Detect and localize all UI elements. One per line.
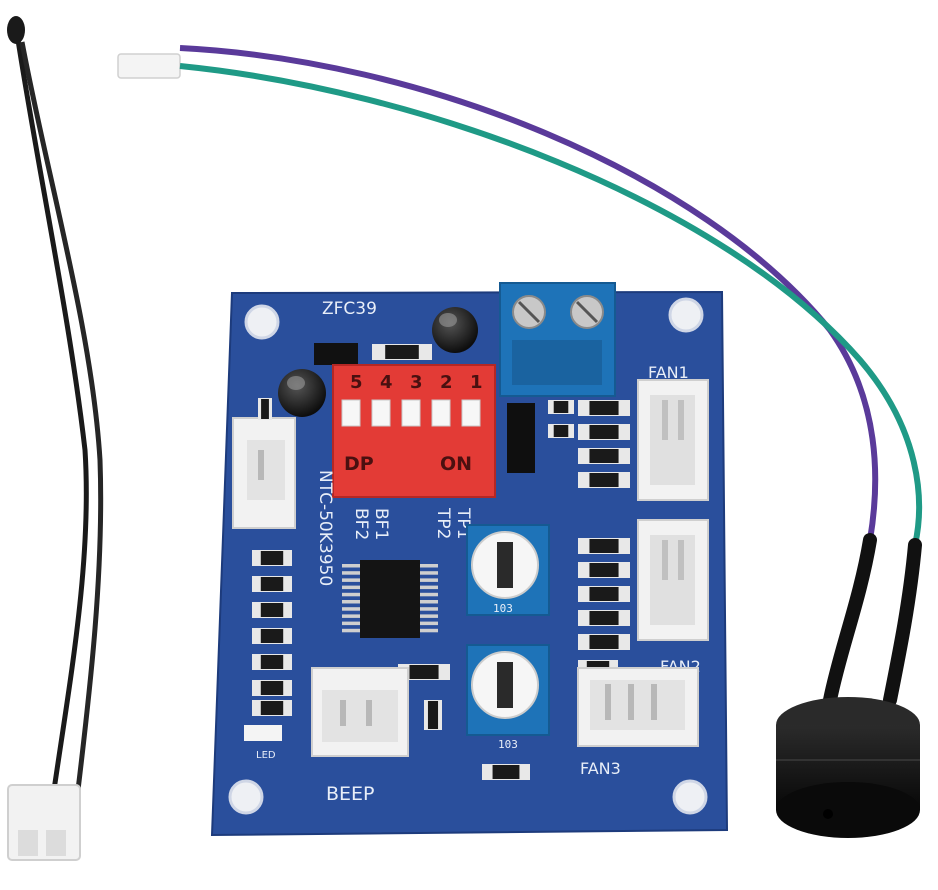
- dip-number-4: 4: [380, 372, 393, 393]
- beep-label: BEEP: [326, 783, 375, 805]
- dip-toggle-2[interactable]: [431, 399, 451, 427]
- beep-connector: BEEP: [311, 667, 409, 805]
- smd-resistor: [252, 550, 292, 566]
- buzzer-connector: [117, 53, 181, 79]
- sensor-connector: [232, 417, 296, 529]
- electrolytic-capacitor: [432, 307, 478, 353]
- smd-resistor: [578, 562, 630, 578]
- smd-resistor: [252, 700, 292, 716]
- dip-toggle-4[interactable]: [371, 399, 391, 427]
- dip-toggle-3[interactable]: [401, 399, 421, 427]
- smd-resistor: [548, 400, 574, 414]
- mounting-hole: [672, 779, 708, 815]
- buzzer-assembly: [117, 45, 923, 838]
- pot-lower-code: 103: [498, 738, 518, 751]
- smd-resistor: [578, 472, 630, 488]
- dip-number-2: 2: [440, 372, 453, 393]
- dip-on-label: ON: [440, 453, 472, 475]
- smd-resistor: [578, 634, 630, 650]
- dip-number-3: 3: [410, 372, 423, 393]
- dip-number-1: 1: [470, 372, 483, 393]
- smd-capacitor: [424, 700, 442, 730]
- mounting-hole: [228, 779, 264, 815]
- smd-resistor: [252, 680, 292, 696]
- board-model-label: ZFC39: [322, 299, 377, 319]
- led-label: LED: [256, 750, 276, 761]
- bf1-label: BF1: [371, 508, 391, 540]
- main-controller-ic: [342, 560, 438, 638]
- smd-resistor: [578, 424, 630, 440]
- smd-resistor: [252, 628, 292, 644]
- smd-resistor: [578, 610, 630, 626]
- fan1-connector: FAN1: [637, 363, 709, 501]
- tp2-label: TP2: [433, 507, 453, 539]
- smd-resistor: [578, 448, 630, 464]
- fan2-connector: FAN2: [637, 519, 709, 676]
- trimmer-potentiometer-upper: 103: [466, 524, 550, 616]
- dip-toggle-1[interactable]: [461, 399, 481, 427]
- pot-upper-code: 103: [493, 602, 513, 615]
- smd-resistor: [548, 424, 574, 438]
- dip-toggle-5[interactable]: [341, 399, 361, 427]
- smd-resistor-column-left: [252, 550, 292, 716]
- dip-number-5: 5: [350, 372, 363, 393]
- electrolytic-capacitor: [278, 369, 326, 417]
- ntc-thermistor-probe: [7, 16, 104, 861]
- bf2-label: BF2: [351, 508, 371, 540]
- mounting-hole: [668, 297, 704, 333]
- status-led: LED: [244, 725, 282, 761]
- smd-components-misc: [258, 344, 530, 780]
- smd-resistor: [398, 664, 450, 680]
- smd-resistor: [252, 576, 292, 592]
- mounting-hole: [244, 304, 280, 340]
- smd-resistor-column-right-upper: [548, 400, 630, 488]
- screw-terminal-block: [499, 282, 616, 397]
- smd-capacitor: [258, 398, 272, 420]
- smd-resistor: [578, 586, 630, 602]
- smd-resistor: [578, 400, 630, 416]
- sensor-label: NTC-50K3950: [315, 470, 335, 586]
- fan3-label: FAN3: [580, 759, 621, 778]
- fuse-module: [507, 403, 535, 473]
- voltage-regulator-chip: [314, 343, 358, 365]
- smd-resistor: [252, 654, 292, 670]
- trimmer-potentiometer-lower: 103: [466, 644, 550, 751]
- dip-dp-label: DP: [344, 453, 374, 475]
- smd-resistor: [578, 538, 630, 554]
- fan3-connector: FAN3: [577, 667, 699, 778]
- fan1-label: FAN1: [648, 363, 689, 382]
- smd-resistor: [482, 764, 530, 780]
- smd-resistor: [252, 602, 292, 618]
- smd-resistor: [372, 344, 432, 360]
